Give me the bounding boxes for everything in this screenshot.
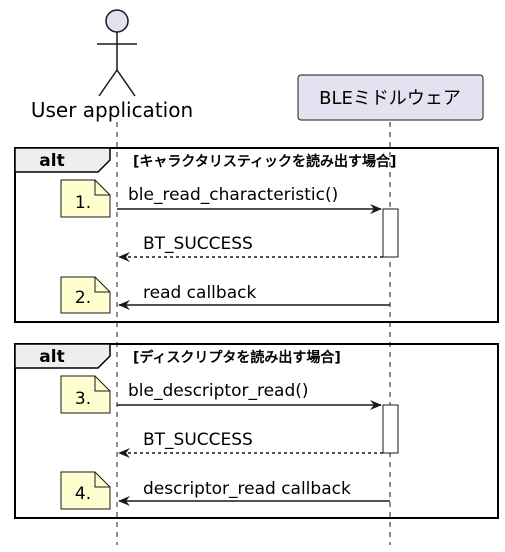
- alt-fragment-1-condition: [キャラクタリスティックを読み出す場合]: [133, 153, 396, 170]
- note-1: 1.: [60, 179, 111, 218]
- note-4: 4.: [60, 471, 111, 510]
- alt-fragment-1: alt [キャラクタリスティックを読み出す場合]: [14, 147, 499, 323]
- note-3: 3.: [60, 375, 111, 414]
- note-4-label: 4.: [75, 484, 91, 504]
- message-2-label: BT_SUCCESS: [143, 234, 253, 254]
- ble-participant-label: BLEミドルウェア: [319, 88, 461, 109]
- note-1-label: 1.: [75, 193, 91, 213]
- ble-participant-box: [297, 74, 484, 121]
- alt-fragment-1-tag: alt: [39, 151, 64, 171]
- note-2: 2.: [60, 276, 111, 314]
- alt-fragment-2-tag: alt: [39, 347, 64, 367]
- user-actor-icon: [97, 9, 137, 97]
- note-2-label: 2.: [75, 288, 91, 308]
- note-3-label: 3.: [75, 389, 91, 409]
- ble-activation-bar-2: [382, 404, 399, 454]
- message-3-label: read callback: [143, 283, 256, 303]
- message-5-label: BT_SUCCESS: [143, 430, 253, 450]
- message-4-label: ble_descriptor_read(): [128, 381, 309, 401]
- ble-activation-bar-1: [382, 208, 399, 258]
- alt-fragment-2-condition: [ディスクリプタを読み出す場合]: [133, 349, 341, 366]
- user-participant-label: User application: [31, 98, 193, 122]
- alt-fragment-2: alt [ディスクリプタを読み出す場合]: [14, 343, 499, 519]
- message-1-label: ble_read_characteristic(): [128, 185, 338, 205]
- message-6-label: descriptor_read callback: [143, 479, 351, 499]
